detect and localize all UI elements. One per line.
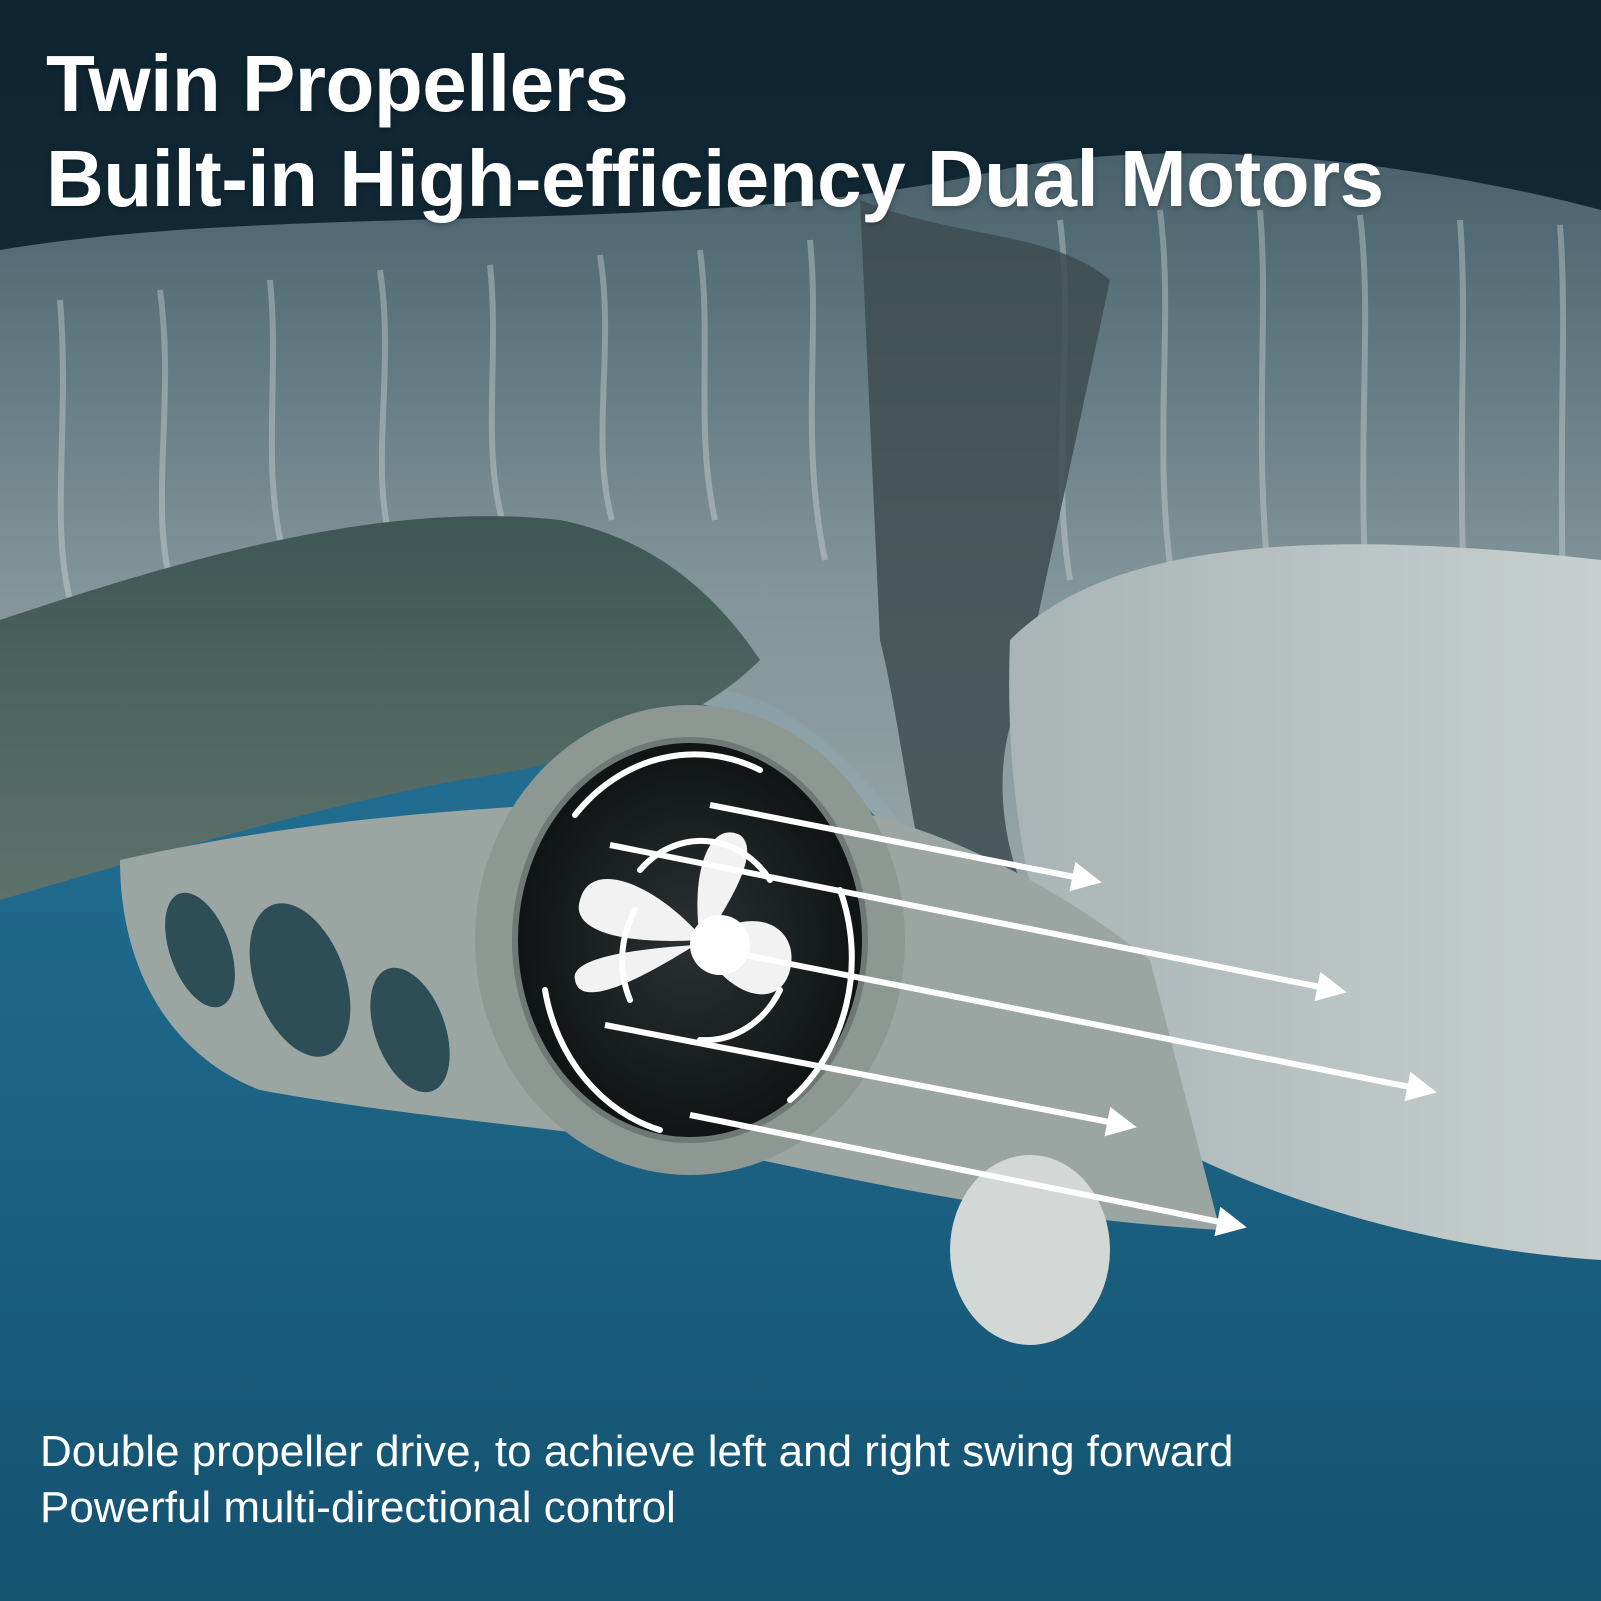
propeller — [574, 832, 792, 995]
caption-line-2: Powerful multi-directional control — [40, 1483, 676, 1532]
pectoral-fin — [0, 516, 760, 900]
headline: Twin Propellers Built-in High-efficiency… — [46, 36, 1384, 226]
thrust-arrows — [604, 802, 1437, 1237]
keel-fin — [950, 1155, 1110, 1345]
housing-vents — [165, 892, 450, 1093]
caption: Double propeller drive, to achieve left … — [40, 1424, 1234, 1536]
body-groove — [860, 200, 1110, 940]
headline-line-2: Built-in High-efficiency Dual Motors — [46, 134, 1384, 223]
headline-line-1: Twin Propellers — [46, 39, 629, 128]
caption-line-1: Double propeller drive, to achieve left … — [40, 1427, 1234, 1476]
